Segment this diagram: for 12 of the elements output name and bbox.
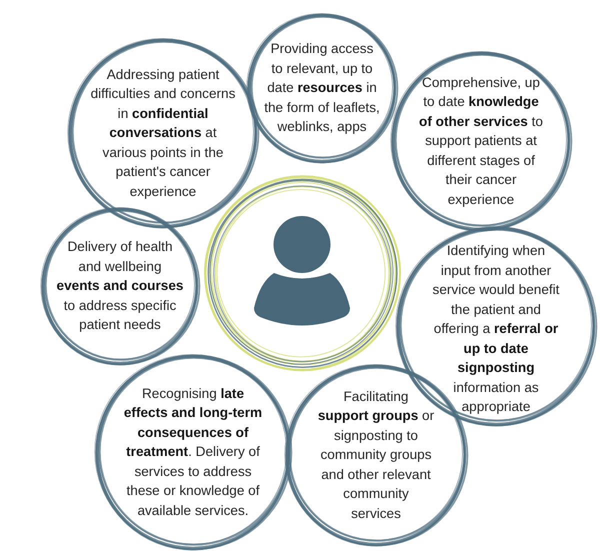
description-text: Comprehensive, up to date knowledge of other services to support patients at different stages of their cancer experience: [418, 74, 544, 209]
description-text: Providing access to relevant, up to date resources in the form of leaflets, weblinks, apps: [264, 40, 380, 136]
topic-circle: [39, 205, 201, 367]
description-text: Recognising late effects and long-term consequences of treatment. Delivery of services to address these or knowledge of available services.: [122, 384, 264, 520]
topic-circle: [245, 11, 399, 165]
description-text: Identifying when input from another service would benefit the patient and offering a referral or up to date signposting information as appropriate: [432, 242, 560, 414]
description-text: Delivery of health and wellbeing events and courses to address specific patient needs: [56, 238, 184, 334]
topic-circle: [93, 352, 293, 551]
topic-circle: [66, 36, 260, 230]
topic-circle: [389, 49, 573, 233]
description-text: Facilitating support groups or signposting to community groups and other relevant community services: [317, 388, 435, 523]
description-text: Addressing patient difficulties and concerns in confidential conversations at various points in the patient's cancer experience: [90, 66, 236, 201]
